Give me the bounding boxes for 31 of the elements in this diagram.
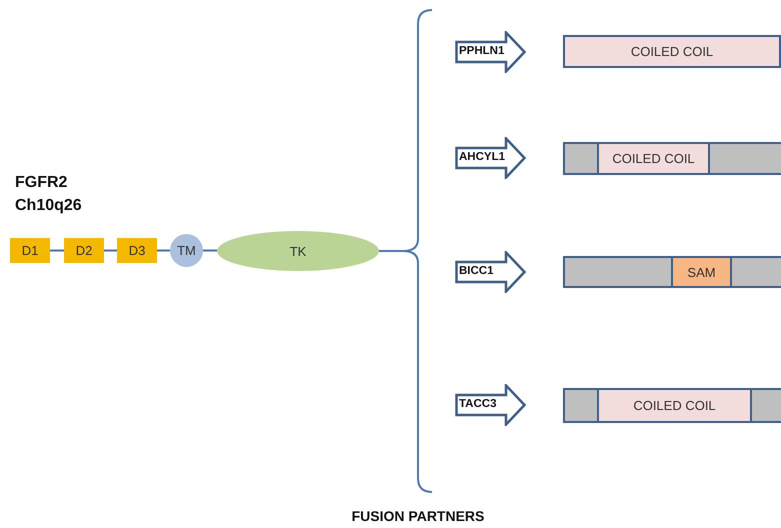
connector-line (379, 250, 403, 252)
domain-circle (170, 234, 203, 267)
domain-segment (597, 144, 710, 173)
domain-label: COILED COIL (633, 398, 716, 413)
domain-label: SAM (687, 264, 716, 280)
domain-box (117, 238, 157, 263)
gene-label: TACC3 (459, 397, 496, 412)
gene-title: Ch10q26 (15, 197, 82, 215)
connector-line (104, 250, 117, 252)
domain-label: TK (290, 244, 306, 258)
connector-line (203, 250, 217, 252)
domain-label: D1 (22, 243, 38, 258)
protein-bar (563, 388, 781, 423)
domain-segment (671, 258, 732, 286)
domain-box (64, 238, 104, 263)
connector-line (157, 250, 170, 252)
domain-label: D2 (76, 243, 92, 258)
group-caption: FUSION PARTNERS (352, 508, 484, 524)
domain-box (10, 238, 50, 263)
gene-label: AHCYL1 (459, 150, 506, 165)
protein-bar (563, 256, 781, 288)
domain-label: COILED COIL (630, 44, 714, 59)
gene-title: FGFR2 (15, 174, 68, 192)
connector-line (50, 250, 64, 252)
domain-label: COILED COIL (612, 151, 695, 166)
gene-label: PPHLN1 (459, 44, 504, 59)
domain-label: D3 (128, 243, 146, 258)
domain-label: TM (177, 243, 196, 258)
domain-segment (597, 390, 752, 421)
protein-bar (563, 142, 781, 175)
gene-label: BICC1 (459, 264, 494, 279)
